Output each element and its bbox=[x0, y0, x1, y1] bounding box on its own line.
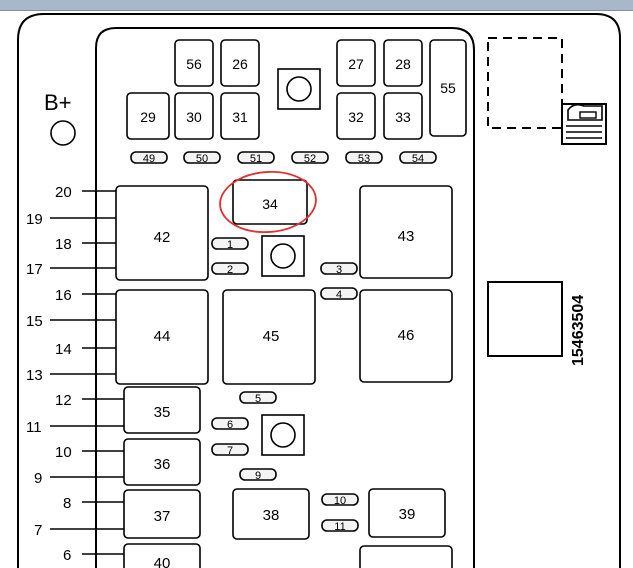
fuse-box-outline bbox=[17, 13, 621, 568]
mounting-boss-icon bbox=[261, 235, 305, 277]
mini-fuse-label: 1 bbox=[227, 239, 233, 251]
mini-fuse-label: 49 bbox=[143, 153, 155, 165]
mini-fuse-label: 53 bbox=[358, 153, 370, 165]
relay-label: 35 bbox=[154, 404, 171, 421]
mini-fuse-label: 54 bbox=[412, 153, 424, 165]
mini-fuse-label: 9 bbox=[255, 470, 261, 482]
mini-fuse-label: 3 bbox=[336, 264, 342, 276]
side-number: 8 bbox=[63, 495, 71, 512]
relay-label: 45 bbox=[263, 328, 280, 345]
dashed-area bbox=[487, 37, 563, 129]
relay-label: 26 bbox=[232, 56, 248, 72]
relay-label: 38 bbox=[263, 507, 280, 524]
relay-label: 44 bbox=[154, 328, 171, 345]
side-number: 9 bbox=[34, 470, 42, 487]
side-number: 12 bbox=[55, 392, 72, 409]
side-number: 20 bbox=[55, 184, 72, 201]
side-number: 15 bbox=[26, 313, 43, 330]
mini-fuse-label: 2 bbox=[227, 264, 233, 276]
side-number: 10 bbox=[55, 444, 72, 461]
side-number: 16 bbox=[55, 287, 72, 304]
battery-terminal-label: B+ bbox=[44, 90, 72, 115]
side-number: 7 bbox=[34, 522, 42, 539]
mounting-boss-icon bbox=[277, 68, 321, 110]
relay-label: 43 bbox=[398, 228, 415, 245]
highlight-circle bbox=[219, 170, 317, 234]
battery-terminal-icon bbox=[50, 120, 76, 146]
relay-label: 29 bbox=[140, 109, 156, 125]
window-title-bar bbox=[0, 0, 633, 11]
mini-fuse-label: 4 bbox=[336, 289, 342, 301]
relay-label: 40 bbox=[154, 555, 171, 568]
relay-label: 33 bbox=[395, 109, 411, 125]
side-number: 19 bbox=[26, 211, 43, 228]
relay-label: 27 bbox=[348, 56, 364, 72]
mini-fuse-label: 6 bbox=[227, 419, 233, 431]
side-number: 17 bbox=[26, 261, 43, 278]
relay-label: 37 bbox=[154, 508, 171, 525]
mini-fuse-label: 11 bbox=[334, 521, 345, 533]
relay-label: 39 bbox=[399, 506, 416, 523]
side-number: 14 bbox=[55, 341, 72, 358]
mini-fuse-label: 7 bbox=[227, 445, 233, 457]
relay-label: 46 bbox=[398, 327, 415, 344]
relay-label: 30 bbox=[186, 109, 202, 125]
inner-panel-outline bbox=[95, 27, 475, 568]
connector-icon bbox=[561, 103, 607, 145]
side-number: 13 bbox=[26, 367, 43, 384]
relay-label: 56 bbox=[186, 56, 202, 72]
label-square bbox=[487, 281, 563, 357]
mini-fuse-label: 51 bbox=[250, 153, 262, 165]
relay-label: 32 bbox=[348, 109, 364, 125]
relay-label: 36 bbox=[154, 456, 171, 473]
side-number: 18 bbox=[55, 236, 72, 253]
side-number: 11 bbox=[26, 419, 42, 436]
mini-fuse-label: 10 bbox=[334, 495, 346, 507]
mounting-boss-icon bbox=[261, 414, 305, 456]
relay-label: 42 bbox=[154, 229, 171, 246]
mini-fuse-label: 50 bbox=[196, 153, 208, 165]
mini-fuse-label: 52 bbox=[304, 153, 316, 165]
relay-label: 28 bbox=[395, 56, 411, 72]
mini-fuse-label: 5 bbox=[255, 393, 261, 405]
relay-label: 31 bbox=[232, 109, 248, 125]
relay-label: 55 bbox=[440, 80, 456, 96]
part-number: 15463504 bbox=[570, 295, 587, 366]
side-number: 6 bbox=[63, 547, 71, 564]
relay-label: 34 bbox=[262, 196, 278, 212]
